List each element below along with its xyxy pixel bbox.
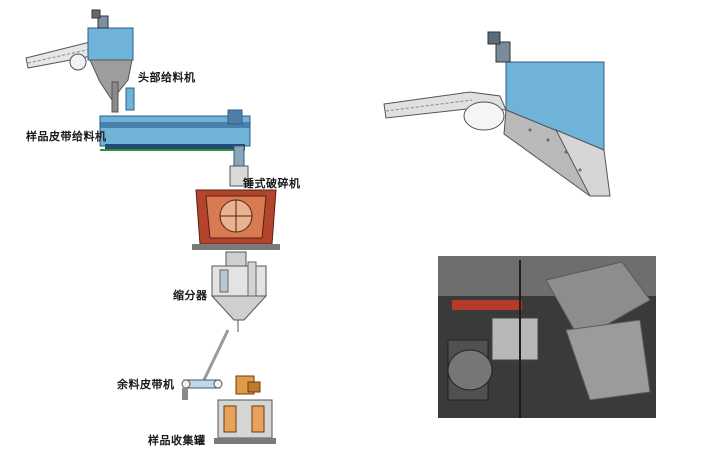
residual-belt-unit (181, 379, 223, 400)
label-divider: 缩分器 (173, 289, 208, 302)
label-head-feeder: 头部给料机 (138, 71, 196, 84)
collector-unit (214, 375, 276, 444)
divider-unit (210, 251, 268, 332)
label-collector: 样品收集罐 (148, 434, 206, 447)
equipment-photo (438, 256, 656, 418)
label-hammer-crusher: 锤式破碎机 (243, 177, 301, 190)
label-belt-feeder: 样品皮带给料机 (26, 130, 107, 143)
label-residual-belt: 余料皮带机 (117, 378, 175, 391)
head-feeder-unit (25, 9, 135, 113)
hammer-crusher-unit (192, 165, 280, 250)
head-feeder-closeup (383, 31, 611, 197)
belt-feeder-unit (99, 109, 251, 167)
